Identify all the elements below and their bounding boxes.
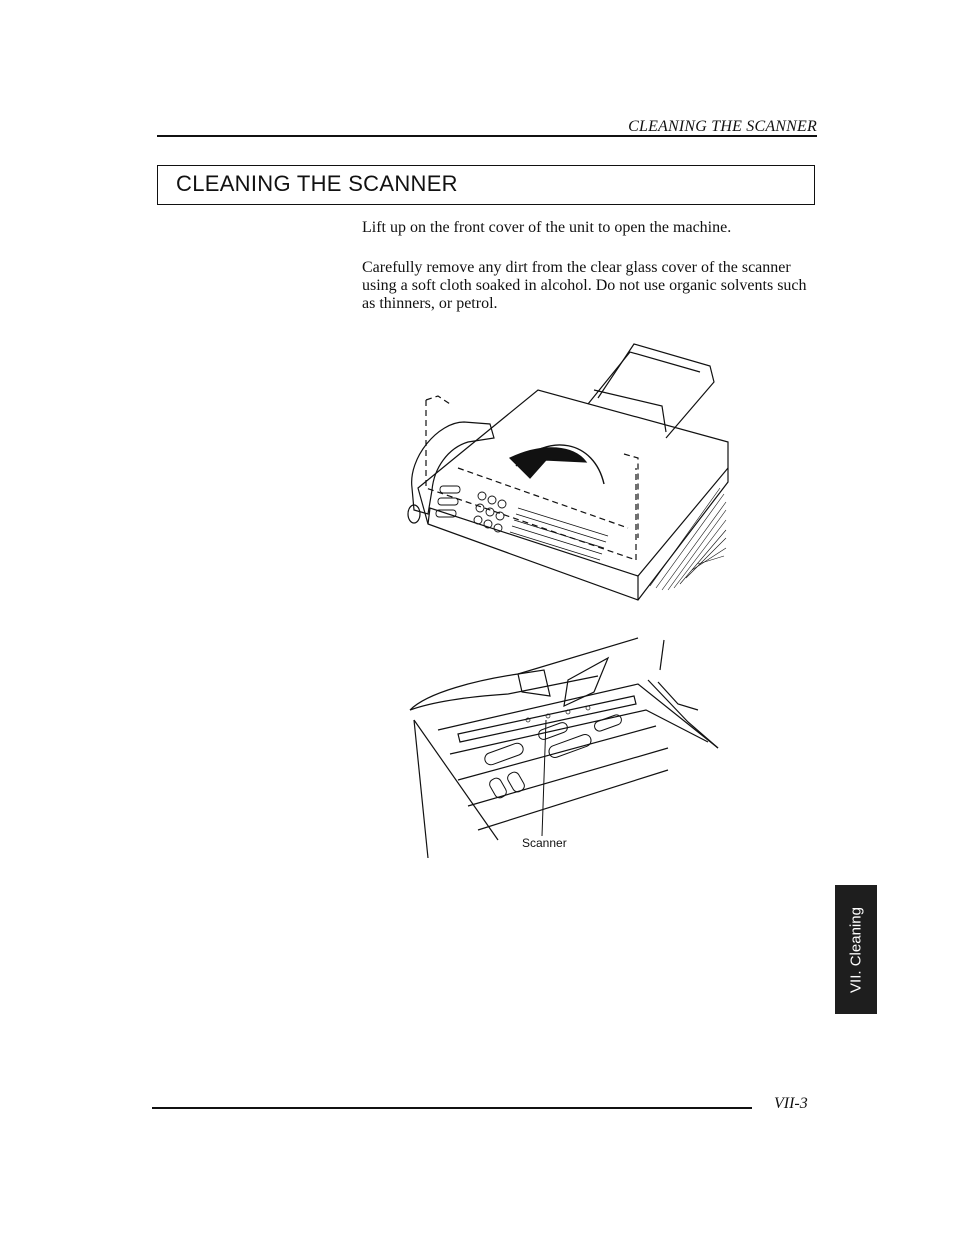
footer-rule <box>152 1107 752 1109</box>
header-rule <box>157 135 817 137</box>
running-head: CLEANING THE SCANNER <box>628 118 817 135</box>
section-title: CLEANING THE SCANNER <box>176 171 458 196</box>
instruction-paragraph-2: Carefully remove any dirt from the clear… <box>362 259 807 312</box>
page-number: VII-3 <box>774 1095 808 1112</box>
scanner-callout-label: Scanner <box>522 836 567 850</box>
chapter-tab[interactable]: VII. Cleaning <box>835 885 877 1014</box>
chapter-tab-label: VII. Cleaning <box>847 906 865 993</box>
instruction-paragraph-1: Lift up on the front cover of the unit t… <box>362 219 732 236</box>
section-title-box: CLEANING THE SCANNER <box>157 165 815 205</box>
fax-open-cover-illustration <box>407 343 729 601</box>
scanner-closeup-illustration <box>409 637 719 859</box>
